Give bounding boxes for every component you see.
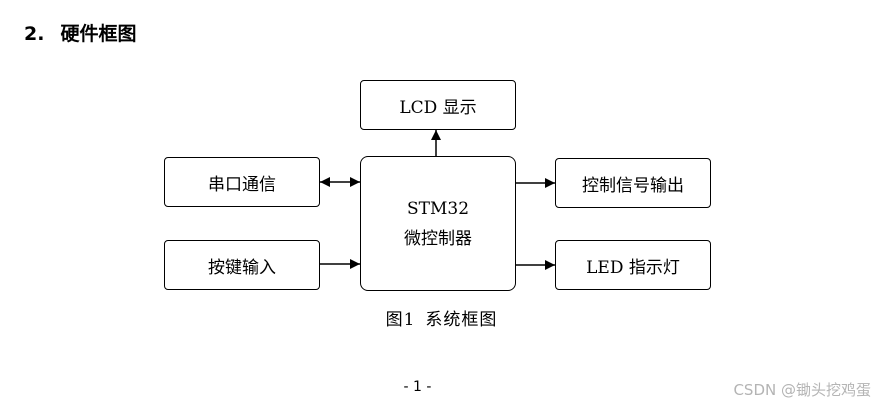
lcd-display-block: LCD 显示 [360,80,516,130]
led-indicator-block: LED 指示灯 [555,240,711,290]
section-heading: 2. 硬件框图 [24,22,136,46]
serial-comm-block: 串口通信 [164,157,320,207]
control-output-block: 控制信号输出 [555,158,711,208]
serial-comm-label: 串口通信 [208,174,276,195]
key-input-label: 按键输入 [208,257,276,278]
mcu-type-label: 微控制器 [404,228,472,249]
section-title: 硬件框图 [60,23,137,45]
led-indicator-label: LED 指示灯 [586,257,680,278]
lcd-display-label: LCD 显示 [399,97,477,118]
figure-caption: 图1 系统框图 [0,305,883,330]
figure-label: 图1 [385,310,416,330]
key-input-block: 按键输入 [164,240,320,290]
figure-title: 系统框图 [425,310,498,330]
control-output-label: 控制信号输出 [582,175,684,196]
mcu-model-label: STM32 [406,198,470,219]
watermark: CSDN @锄头挖鸡蛋 [733,381,871,399]
section-number: 2. [24,23,45,45]
page-number: - 1 - [403,379,432,395]
mcu-block: STM32 微控制器 [360,156,516,291]
